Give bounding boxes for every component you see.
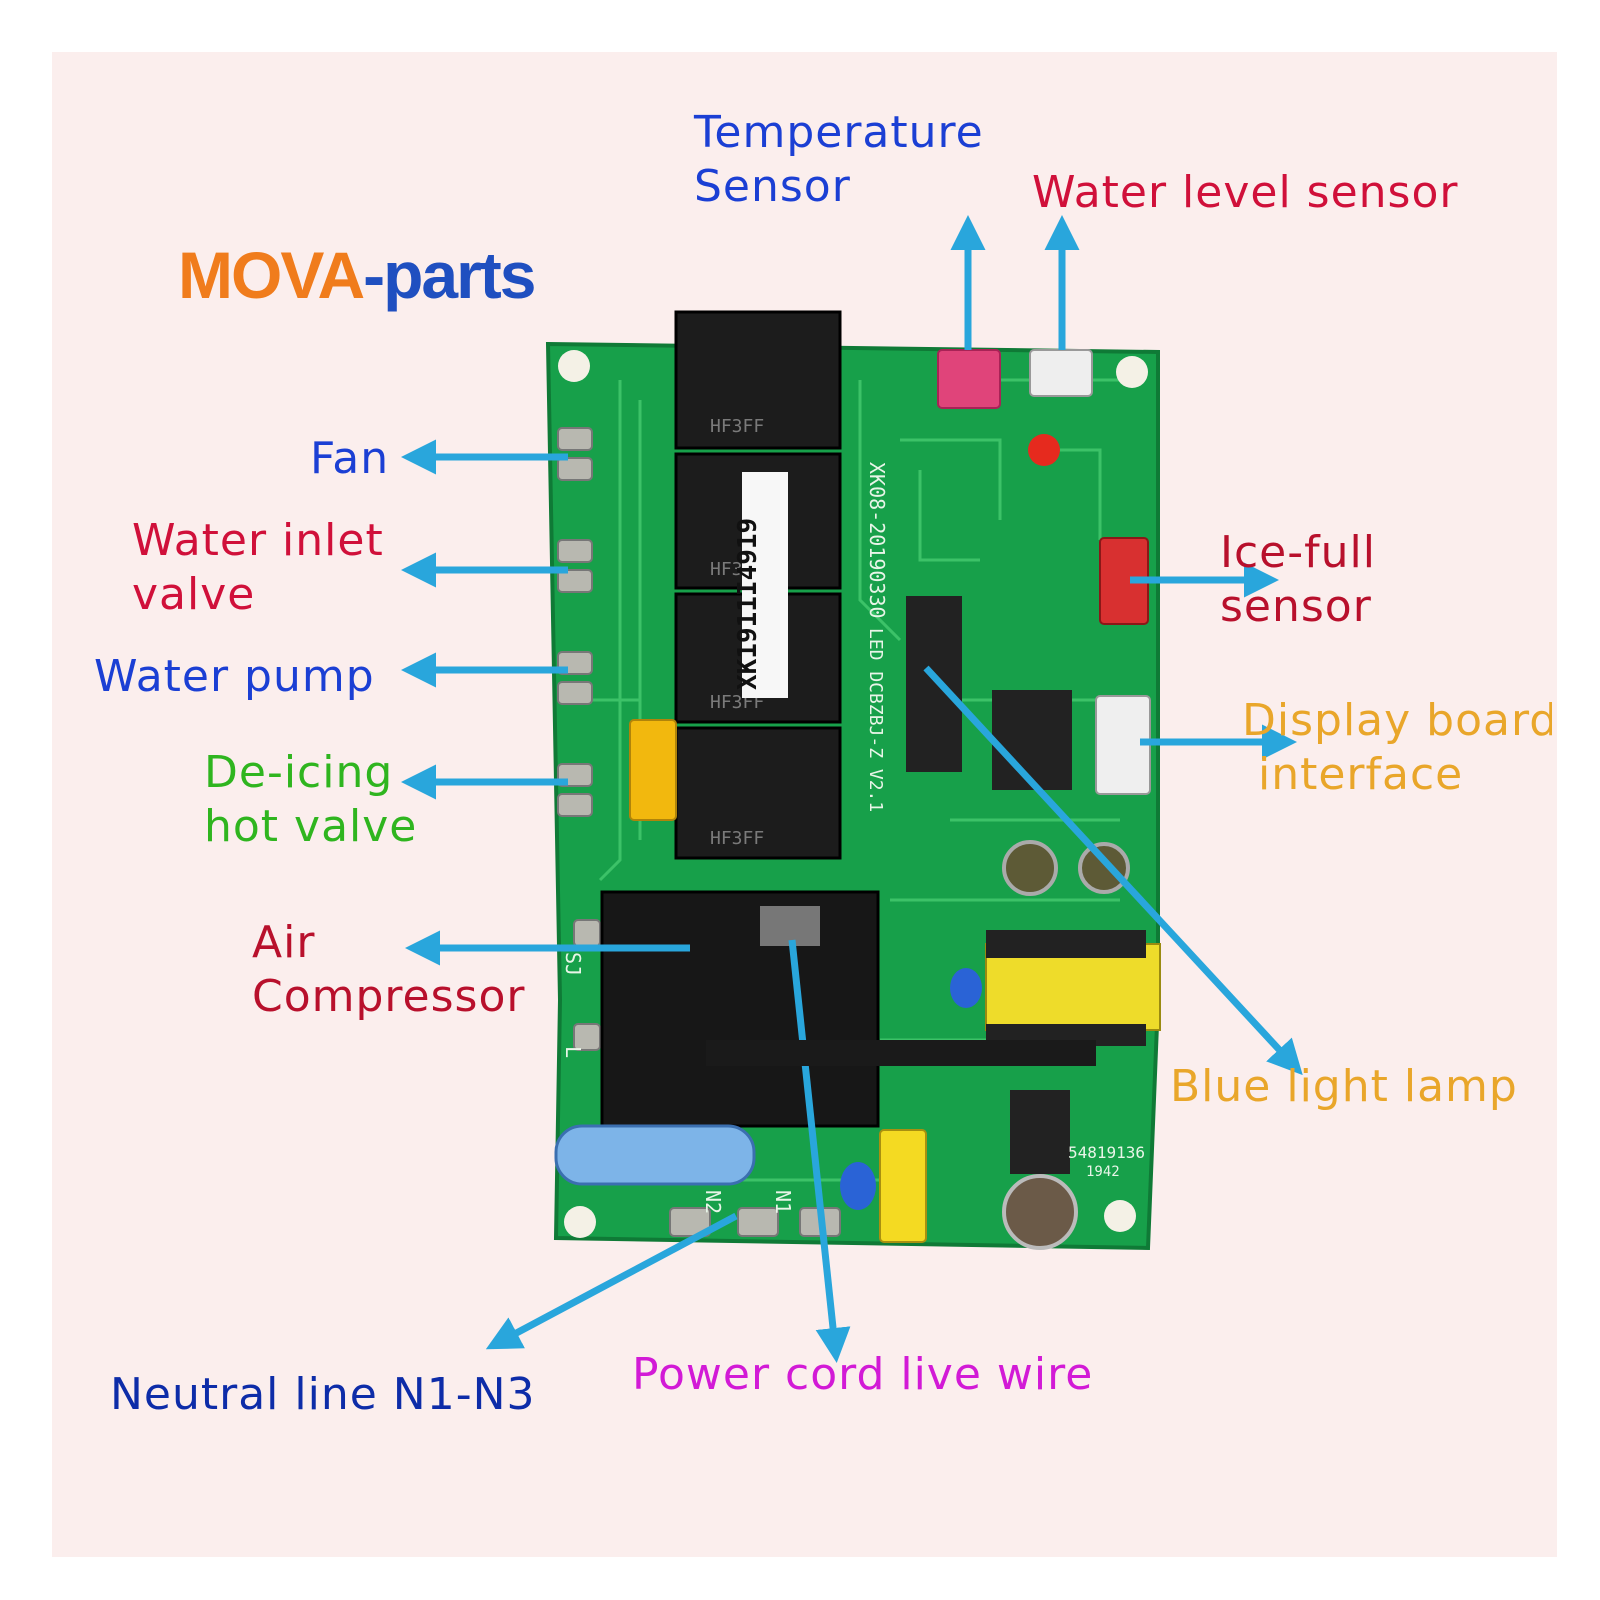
silk-code: 54819136 bbox=[1068, 1143, 1145, 1162]
label-water-level-sensor: Water level sensor bbox=[1032, 167, 1459, 218]
board-version-text: LED DCBZBJ-Z V2.1 bbox=[865, 628, 886, 812]
yellow-capacitor-bottom bbox=[879, 1129, 927, 1243]
arrow-neutral bbox=[485, 1212, 738, 1350]
label-fan: Fan bbox=[310, 433, 390, 484]
brand-part2: -parts bbox=[363, 238, 536, 312]
serial-sticker bbox=[742, 472, 788, 698]
relay-mark-4: HF3FF bbox=[710, 828, 764, 849]
yellow-capacitor-left bbox=[629, 719, 677, 821]
relay-mark-1: HF3FF bbox=[710, 416, 764, 437]
silk-sj: SJ bbox=[561, 952, 585, 976]
label-water-inlet-valve: Water inlet valve bbox=[132, 515, 384, 620]
silk-marks: N2 N1 SJ L 54819136 1942 bbox=[561, 952, 1145, 1214]
ic-chips bbox=[906, 596, 1072, 1174]
pointer-arrows bbox=[401, 215, 1303, 1363]
arrow-blue-light bbox=[923, 665, 1303, 1076]
silk-n2: N2 bbox=[701, 1190, 725, 1214]
silk-code-sub: 1942 bbox=[1086, 1164, 1120, 1180]
mounting-holes bbox=[558, 350, 1148, 1238]
label-display-board-interface: Display board interface bbox=[1242, 695, 1552, 800]
label-air-compressor: Air Compressor bbox=[252, 917, 526, 1022]
board-model-text: XK08-20190330 bbox=[865, 462, 889, 619]
label-blue-light-lamp: Blue light lamp bbox=[1170, 1061, 1518, 1112]
arrow-live-wire bbox=[788, 939, 851, 1363]
label-ice-full-sensor: Ice-full sensor bbox=[1220, 527, 1376, 632]
label-power-cord-live-wire: Power cord live wire bbox=[632, 1349, 1094, 1400]
brand-part1: MOVA bbox=[178, 238, 365, 312]
silk-n1: N1 bbox=[771, 1190, 795, 1214]
fuse bbox=[554, 1124, 756, 1186]
redaction-bar bbox=[706, 1040, 1096, 1066]
bottom-terminals bbox=[669, 1207, 841, 1237]
disc-capacitors bbox=[840, 968, 982, 1210]
electrolytic-capacitors bbox=[1002, 840, 1130, 1250]
brand-logo: MOVA-parts bbox=[178, 238, 536, 312]
silk-l: L bbox=[561, 1046, 585, 1058]
label-temperature-sensor: Temperature Sensor bbox=[694, 107, 984, 212]
label-neutral-line: Neutral line N1-N3 bbox=[110, 1369, 536, 1420]
left-terminals bbox=[557, 427, 601, 1051]
transformer bbox=[985, 930, 1161, 1046]
top-connectors bbox=[937, 349, 1093, 466]
serial-sticker-text: XK1911I4919 bbox=[733, 518, 763, 690]
label-water-pump: Water pump bbox=[94, 651, 375, 702]
label-deicing-hot-valve: De-icing hot valve bbox=[204, 747, 418, 852]
